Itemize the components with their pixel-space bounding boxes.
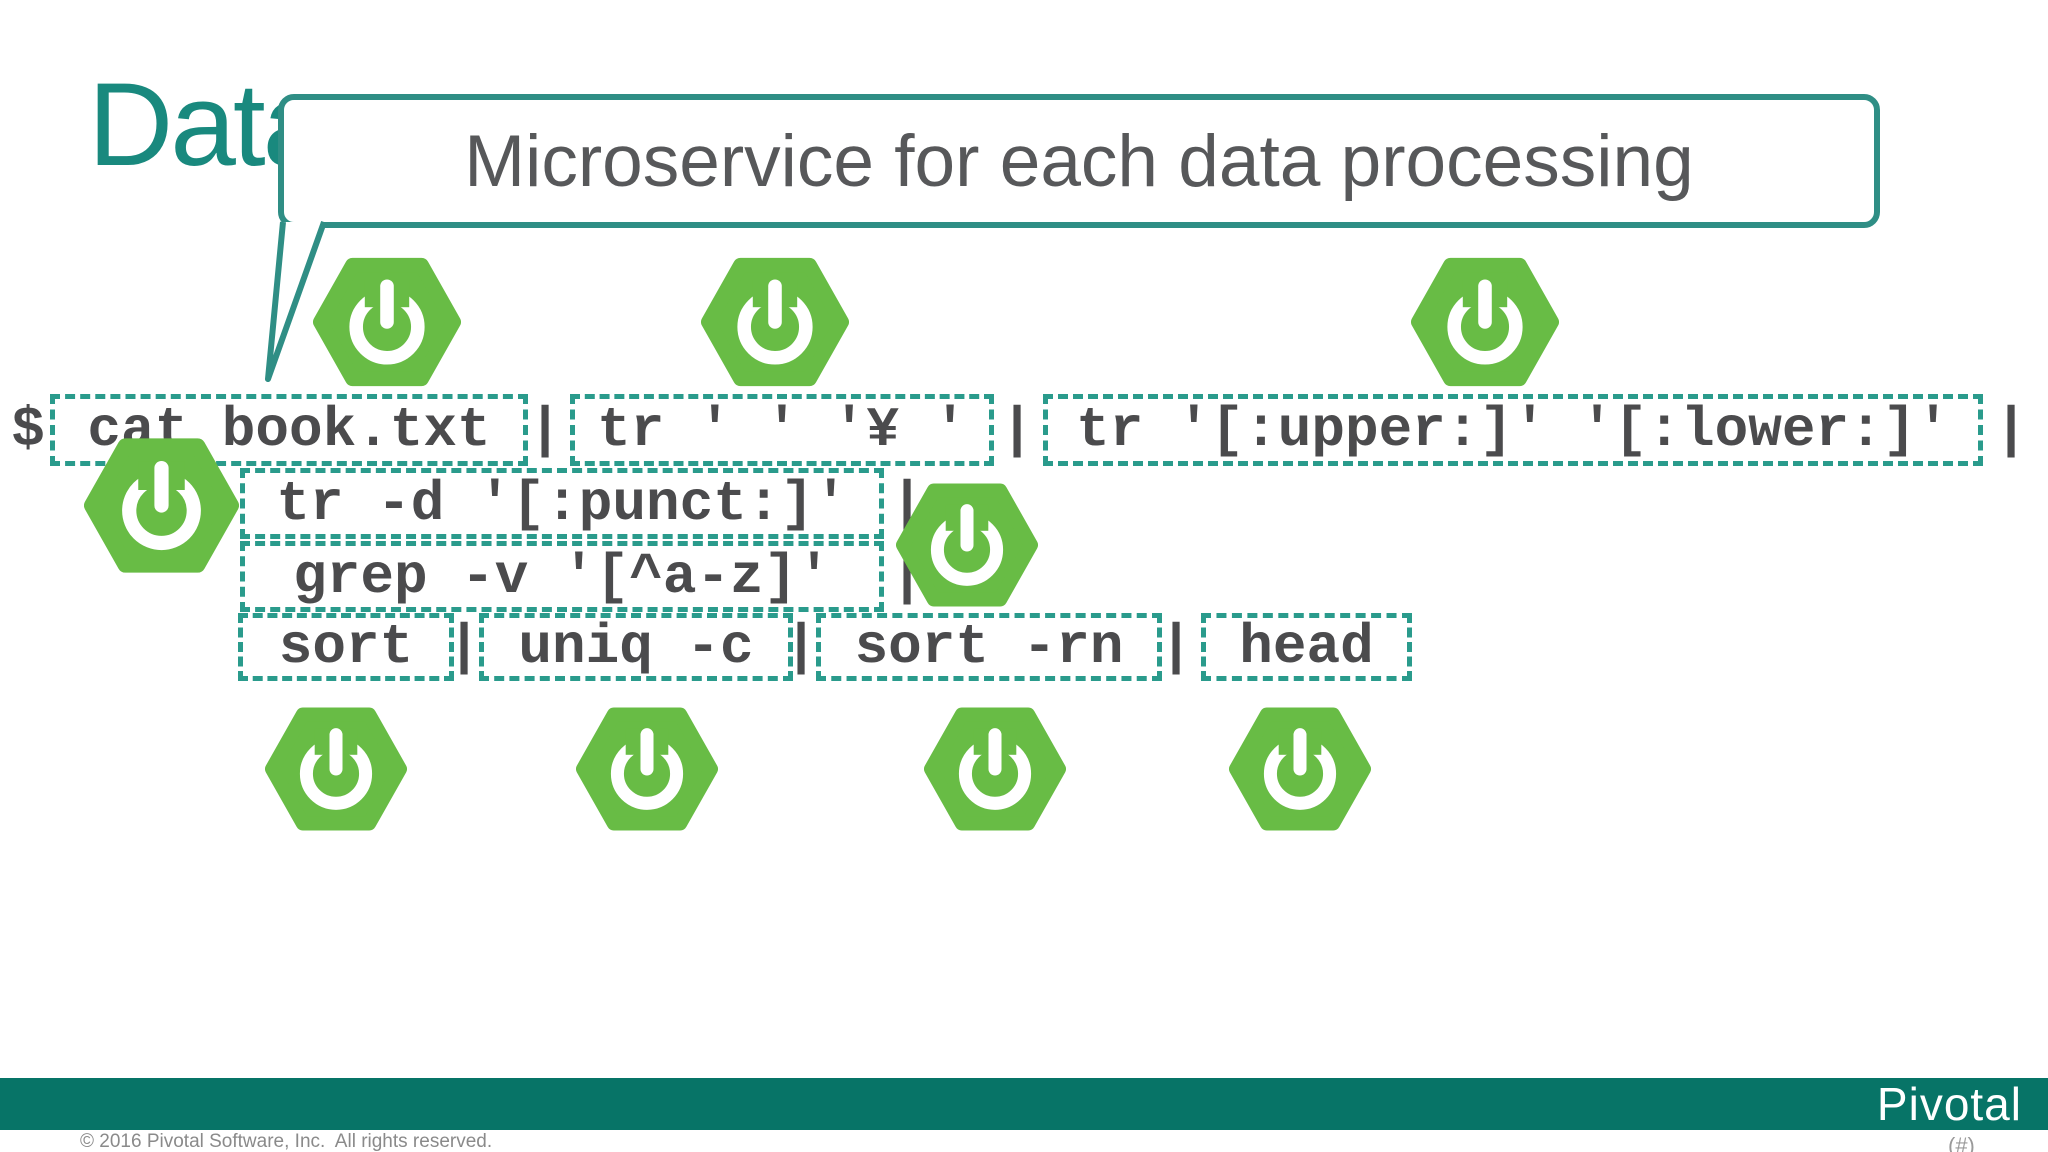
pipe-symbol: |: [1994, 398, 2028, 462]
footer-bar: Pivotal: [0, 1078, 2048, 1130]
cmd-box-uniq: uniq -c: [479, 613, 793, 681]
pipe-symbol: |: [447, 615, 481, 679]
copyright-text: © 2016 Pivotal Software, Inc. All rights…: [80, 1131, 493, 1152]
callout-bubble: Microservice for each data processing: [278, 94, 1880, 228]
slide-number-placeholder: (#): [1948, 1133, 1975, 1152]
spring-boot-icon: [924, 698, 1066, 840]
spring-boot-icon: [896, 474, 1038, 616]
cmd-box-cat: cat book.txt: [50, 394, 528, 466]
cmd-box-sort: sort: [238, 613, 454, 681]
cmd-box-head: head: [1201, 613, 1412, 681]
cmd-box-tr-newline: tr ' ' '¥ ': [570, 394, 994, 466]
cmd-box-tr-punct: tr -d '[:punct:]': [240, 468, 884, 539]
pipe-symbol: |: [528, 398, 562, 462]
pipe-symbol: |: [1000, 398, 1034, 462]
spring-boot-icon: [313, 248, 461, 396]
cmd-box-sort-rn: sort -rn: [816, 613, 1162, 681]
spring-boot-icon: [265, 698, 407, 840]
cmd-box-grep: grep -v '[^a-z]': [240, 541, 884, 612]
spring-boot-icon: [701, 248, 849, 396]
spring-boot-icon: [1411, 248, 1559, 396]
spring-boot-icon: [1229, 698, 1371, 840]
shell-prompt: $: [11, 398, 45, 462]
callout-text: Microservice for each data processing: [464, 120, 1694, 202]
pipe-symbol: |: [1159, 615, 1193, 679]
spring-boot-icon: [576, 698, 718, 840]
spring-boot-icon: [84, 428, 239, 583]
pipe-symbol: |: [784, 615, 818, 679]
cmd-box-tr-case: tr '[:upper:]' '[:lower:]': [1043, 394, 1983, 466]
pivotal-logo: Pivotal: [1876, 1078, 2022, 1130]
